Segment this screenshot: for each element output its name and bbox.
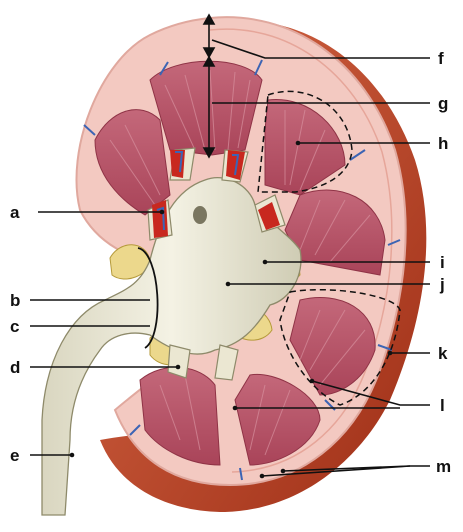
label-m: m — [436, 458, 451, 475]
label-i: i — [440, 254, 445, 271]
label-d: d — [10, 359, 20, 376]
label-c: c — [10, 318, 19, 335]
label-j: j — [440, 276, 445, 293]
label-e: e — [10, 447, 19, 464]
label-f: f — [438, 50, 444, 67]
label-h: h — [438, 135, 448, 152]
label-k: k — [438, 345, 447, 362]
label-b: b — [10, 292, 20, 309]
label-g: g — [438, 95, 448, 112]
label-a: a — [10, 204, 19, 221]
pelvis-opening — [193, 206, 207, 224]
label-l: l — [440, 397, 445, 414]
